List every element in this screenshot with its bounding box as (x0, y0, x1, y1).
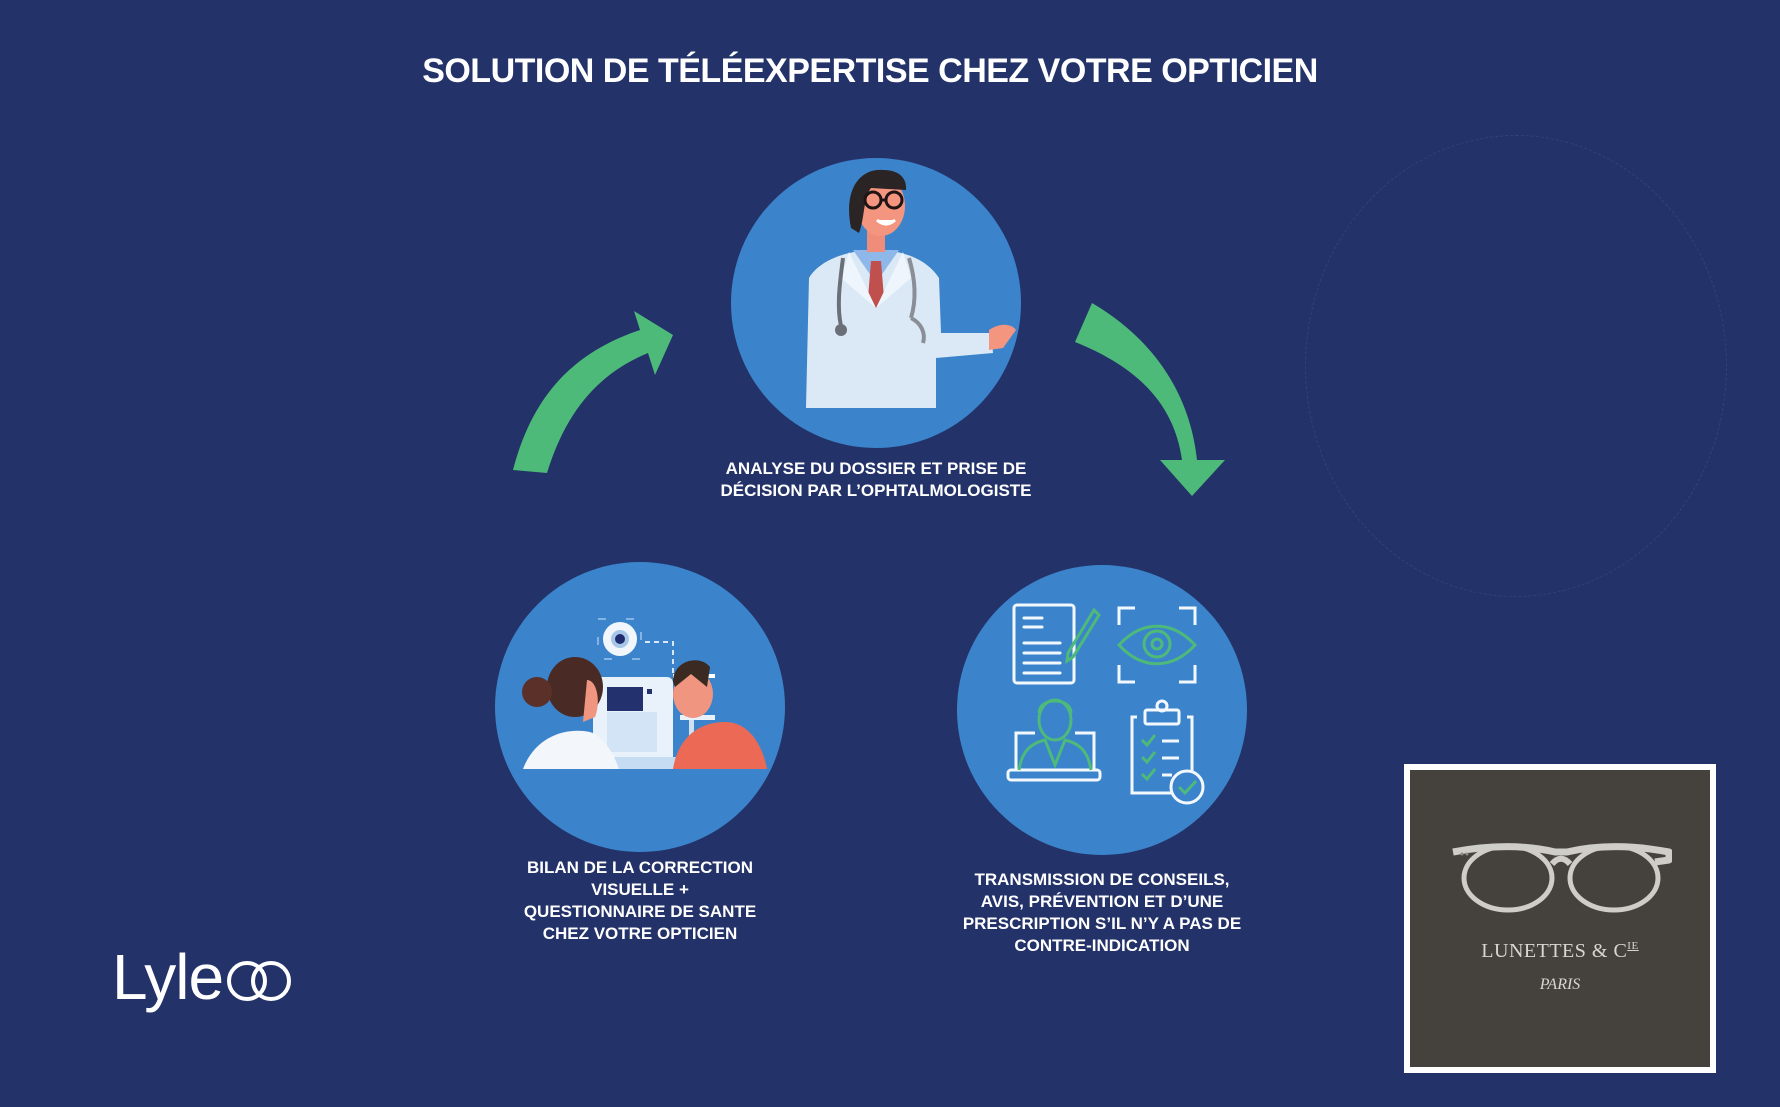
page-title: SOLUTION DE TÉLÉEXPERTISE CHEZ VOTRE OPT… (422, 52, 1318, 90)
step-exam-caption: BILAN DE LA CORRECTION VISUELLE + QUESTI… (523, 858, 757, 943)
step-analysis-caption: ANALYSE DU DOSSIER ET PRISE DE DÉCISION … (720, 459, 1032, 500)
document-pen-icon (1012, 603, 1101, 685)
laptop-doctor-icon (1006, 698, 1102, 782)
partner-name-text: LUNETTES & C (1481, 940, 1628, 962)
partner-name-sup: IE (1627, 940, 1639, 952)
arrow-up-right-icon (513, 311, 673, 473)
double-ring-icon (227, 961, 292, 1001)
partner-city: PARIS (1539, 976, 1581, 993)
doctor-illustration (806, 169, 1016, 408)
glasses-icon (1452, 843, 1672, 913)
step-transmission-circle (957, 565, 1247, 855)
lyleoo-logo-text: Lyle (112, 941, 224, 1013)
clipboard-check-icon (1130, 699, 1205, 805)
partner-name: LUNETTES & CIE (1410, 940, 1710, 963)
teleconsult-icons-illustration (1006, 603, 1205, 805)
step-analysis-circle (731, 158, 1021, 448)
partner-logo: LUNETTES & CIE PARIS (1404, 764, 1716, 1073)
lyleoo-logo: Lyle (112, 940, 295, 1014)
eye-exam-illustration (522, 618, 767, 769)
step-transmission-caption: TRANSMISSION DE CONSEILS, AVIS, PRÉVENTI… (962, 870, 1242, 955)
eye-scan-icon (1116, 606, 1198, 684)
arrow-down-right-icon (1075, 303, 1225, 496)
decorative-ring (1305, 135, 1727, 597)
step-exam-circle (495, 562, 785, 852)
